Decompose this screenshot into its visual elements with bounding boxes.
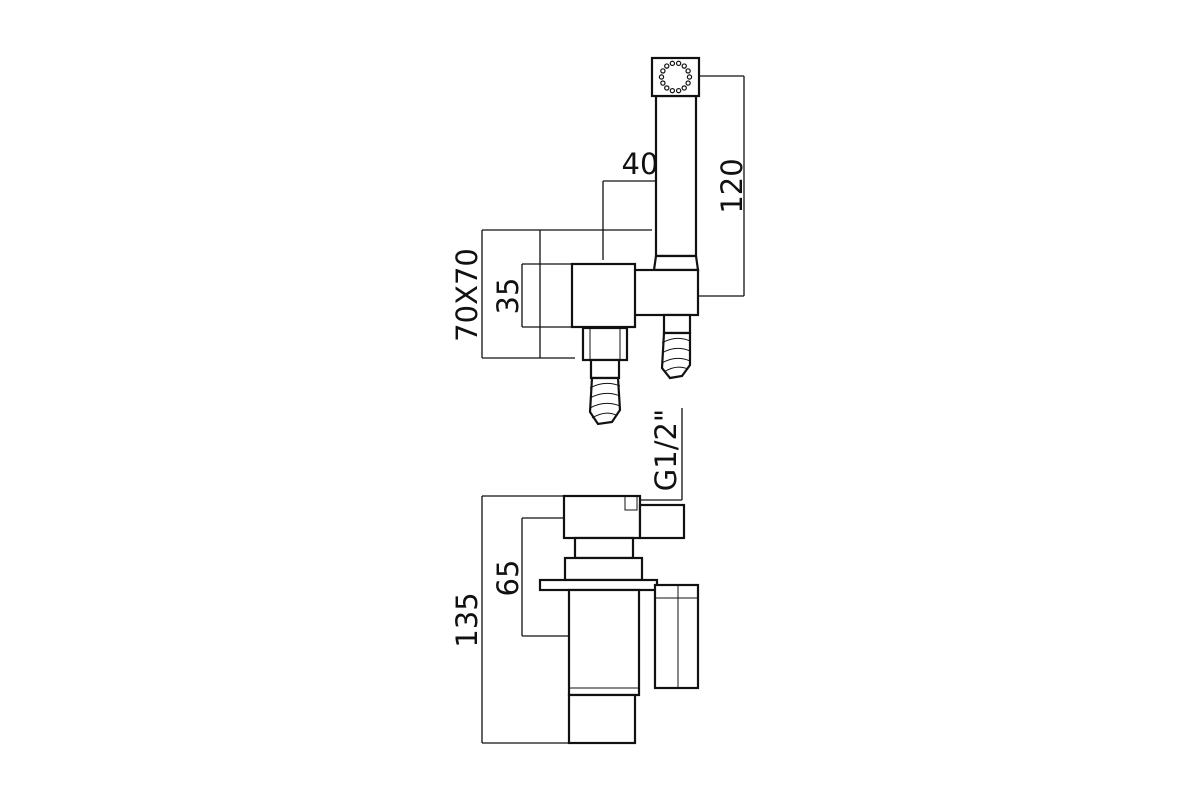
bracket-arm [628,268,700,317]
dim-65-label: 65 [491,560,525,597]
hose-connection [660,313,692,380]
dim-35-lines [521,263,572,328]
spray-hole [658,74,665,80]
hose-nut [662,313,692,335]
hand-shower [650,56,701,272]
spray-hole [669,60,676,67]
dim-135-lines [481,495,572,744]
bracket-block [570,262,700,329]
spray-hole [681,63,687,69]
dim-120-lines [698,75,745,297]
dim-40-label: 40 [622,147,659,181]
spray-hole [660,68,666,74]
side-base [567,693,637,745]
side-collar [563,556,644,582]
connection-pipe [589,358,621,380]
dim-70x70-label: 70X70 [450,248,484,342]
side-connector [638,503,686,540]
shower-handle [654,94,698,258]
spray-hole [675,87,682,94]
shower-collar [652,254,700,272]
dim-135-label: 135 [450,592,484,647]
dim-70x70-lines [481,229,652,359]
bracket-body [570,262,637,329]
hose-spiral [660,331,692,380]
top-view: 40 120 70X70 35 [450,56,749,426]
dim-g12-label: G1/2" [649,409,683,491]
side-cap [562,494,642,540]
side-handle [653,583,700,690]
threaded-end [588,376,622,426]
side-neck [573,536,635,560]
spray-hole [664,85,670,91]
spray-hole [660,80,666,86]
side-view: G1/2" 65 135 [450,408,700,745]
spray-hole [669,87,676,94]
wall-plate [538,578,659,592]
spray-hole [675,60,682,67]
spray-holes [658,60,693,94]
dim-120-label: 120 [715,158,749,213]
side-column [567,588,641,697]
valve-body [538,494,686,745]
spray-hole [686,74,693,80]
spray-hole [681,85,687,91]
dim-35-label: 35 [491,278,525,315]
handle-body [653,583,700,690]
spray-hole [685,80,691,86]
spray-hole [685,68,691,74]
supply-connection [581,326,629,426]
spray-hole [664,63,670,69]
